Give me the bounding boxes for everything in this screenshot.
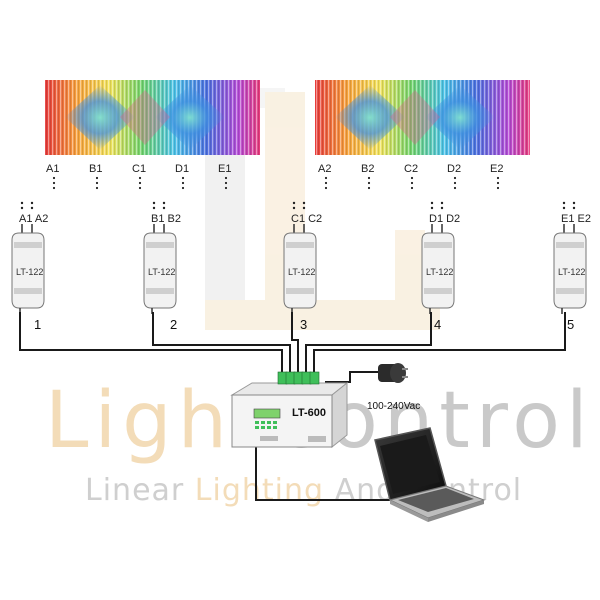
continuation-dot — [181, 181, 185, 185]
continuation-dot — [224, 186, 228, 190]
driver-3: C1 C2 3 LT-122 — [283, 201, 322, 332]
driver-2: B1 B2 2 LT-122 — [143, 201, 181, 332]
driver-model: LT-122 — [148, 267, 175, 277]
continuation-dot — [95, 186, 99, 190]
continuation-dot — [95, 176, 99, 180]
continuation-dot — [410, 181, 414, 185]
driver-housing — [553, 201, 587, 314]
driver-input-label: B1 B2 — [151, 213, 181, 225]
continuation-dot — [181, 186, 185, 190]
channel-continuation-dots — [52, 176, 500, 190]
watermark-title: LightControl — [45, 376, 594, 466]
driver-housing — [11, 201, 45, 314]
controller-display — [253, 408, 281, 419]
continuation-dot — [324, 181, 328, 185]
driver-number: 3 — [300, 317, 307, 332]
driver-model: LT-122 — [288, 267, 315, 277]
channel-label: C1 — [132, 163, 146, 175]
controller-lt600: LT-600 — [230, 371, 349, 449]
continuation-dot — [453, 186, 457, 190]
continuation-dot — [324, 186, 328, 190]
driver-housing — [421, 201, 455, 314]
controller-keypad — [255, 421, 277, 429]
power-voltage-label: 100-240Vac — [367, 401, 420, 412]
continuation-dot — [224, 176, 228, 180]
continuation-dot — [367, 176, 371, 180]
controller-model: LT-600 — [292, 407, 326, 419]
driver-number: 4 — [434, 317, 441, 332]
continuation-dot — [496, 186, 500, 190]
channel-label: E1 — [218, 163, 231, 175]
continuation-dot — [496, 176, 500, 180]
continuation-dot — [410, 176, 414, 180]
continuation-dot — [52, 181, 56, 185]
channel-label: E2 — [490, 163, 503, 175]
continuation-dot — [52, 176, 56, 180]
continuation-dot — [496, 181, 500, 185]
continuation-dot — [453, 176, 457, 180]
panel-1-channels: A1 B1 C1 D1 E1 — [46, 163, 231, 175]
driver-housing — [283, 201, 317, 314]
driver-input-label: C1 C2 — [291, 213, 322, 225]
data-wires — [19, 312, 566, 501]
continuation-dot — [410, 186, 414, 190]
continuation-dot — [95, 181, 99, 185]
driver-input-label: E1 E2 — [561, 213, 591, 225]
driver-1: A1 A2 1 LT-122 — [11, 201, 48, 332]
channel-label: A1 — [46, 163, 59, 175]
channel-label: C2 — [404, 163, 418, 175]
led-panel-2 — [315, 80, 530, 155]
terminal-blocks — [277, 371, 320, 385]
continuation-dot — [453, 181, 457, 185]
driver-model: LT-122 — [16, 267, 43, 277]
driver-input-label: A1 A2 — [19, 213, 48, 225]
led-panel-1 — [45, 80, 260, 155]
power-adapter — [378, 363, 408, 383]
driver-number: 2 — [170, 317, 177, 332]
continuation-dot — [224, 181, 228, 185]
driver-model: LT-122 — [558, 267, 585, 277]
driver-model: LT-122 — [426, 267, 453, 277]
continuation-dot — [367, 186, 371, 190]
channel-label: D2 — [447, 163, 461, 175]
channel-label: A2 — [318, 163, 331, 175]
driver-number: 5 — [567, 317, 574, 332]
continuation-dot — [52, 186, 56, 190]
continuation-dot — [367, 181, 371, 185]
driver-input-label: D1 D2 — [429, 213, 460, 225]
continuation-dot — [138, 181, 142, 185]
driver-5: E1 E2 5 LT-122 — [553, 201, 591, 332]
continuation-dot — [181, 176, 185, 180]
panel-2-channels: A2 B2 C2 D2 E2 — [318, 163, 503, 175]
channel-label: B2 — [361, 163, 374, 175]
continuation-dot — [138, 176, 142, 180]
driver-4: D1 D2 4 LT-122 — [421, 201, 460, 332]
driver-number: 1 — [34, 317, 41, 332]
channel-label: B1 — [89, 163, 102, 175]
channel-label: D1 — [175, 163, 189, 175]
continuation-dot — [324, 176, 328, 180]
laptop-icon — [374, 427, 486, 522]
continuation-dot — [138, 186, 142, 190]
